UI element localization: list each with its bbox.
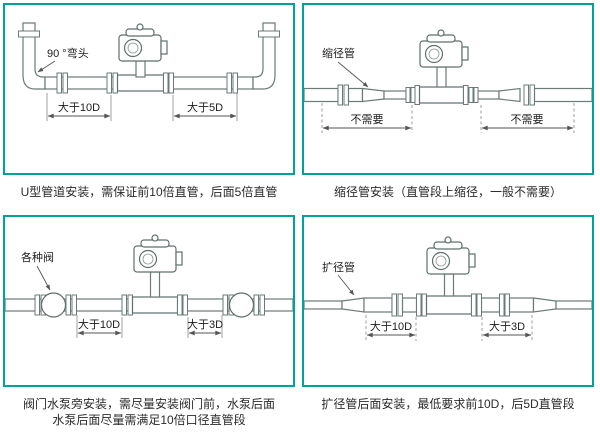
callout-label: 90 °弯头 — [47, 46, 89, 60]
diagram-frame-expander: 扩径管 大于10D 大于3D — [302, 215, 594, 387]
flowmeter-symbol — [106, 23, 174, 94]
reducer-taper — [361, 87, 385, 103]
transmitter-display — [123, 38, 143, 58]
pipe-segment — [347, 87, 364, 103]
terminal-box — [461, 46, 469, 61]
dimension-left: 不需要 — [321, 103, 413, 133]
valve-body — [40, 292, 67, 318]
pipe-segment — [477, 90, 500, 100]
transmitter-knob — [444, 236, 452, 244]
terminal-box — [175, 251, 183, 266]
transmitter-stem — [149, 271, 161, 298]
dimension-label: 大于10D — [78, 317, 120, 331]
dimension-label: 大于5D — [187, 100, 223, 114]
callout-label: 扩径管 — [322, 260, 355, 274]
pipe-segment — [401, 297, 418, 313]
transmitter-display — [424, 44, 444, 64]
diagram-frame-valve: 各种阀 大于10D 大于3D — [3, 215, 295, 387]
dimension-right: 大于3D — [481, 315, 533, 341]
callout-expander: 扩径管 — [322, 260, 355, 296]
dimension-left: 大于10D — [46, 93, 112, 121]
flowmeter-symbol — [414, 29, 479, 105]
pipe-segment — [533, 87, 592, 103]
dimension-right: 大于3D — [187, 315, 223, 338]
transmitter-knob — [437, 29, 445, 37]
expander-taper — [341, 297, 365, 313]
piping — [304, 84, 592, 106]
piping — [304, 293, 592, 317]
reducer-taper — [532, 297, 557, 313]
reducer-diagram: 缩径管 不需要 不需要 — [304, 29, 592, 133]
expander-diagram: 扩径管 大于10D 大于3D — [304, 236, 592, 341]
transmitter-stem — [443, 273, 455, 297]
expander-taper — [498, 87, 521, 103]
dimension-label: 大于3D — [489, 319, 525, 333]
callout-label: 缩径管 — [322, 46, 355, 60]
caption-line: 阀门水泵旁安装，需尽量安装阀门前，水泵后面 — [22, 397, 275, 411]
pipe-segment — [480, 297, 501, 313]
flange — [18, 30, 40, 38]
panel-reducer: 缩径管 不需要 不需要 缩径管安装（直管段上缩径，一般不需要） — [302, 3, 594, 215]
callout-valve: 各种阀 — [21, 250, 54, 291]
terminal-box — [160, 40, 168, 55]
pipe-segment — [304, 300, 343, 310]
flange — [258, 30, 280, 38]
dimension-right: 不需要 — [480, 103, 575, 133]
panel-caption: 缩径管安装（直管段上缩径，一般不需要） — [302, 184, 594, 200]
panel-u-type: 90 °弯头 大于10D 大于5D U型管道安装， — [3, 3, 295, 215]
transmitter-display — [138, 249, 158, 269]
pipe-segment — [555, 300, 592, 310]
diagram-frame-u-type: 90 °弯头 大于10D 大于5D — [3, 3, 295, 175]
panel-expander: 扩径管 大于10D 大于3D 扩径管后面安装，最低要求前10D，后5 — [302, 215, 594, 429]
transmitter-stem — [436, 66, 447, 88]
transmitter-knob — [151, 234, 159, 242]
flowmeter-body — [418, 86, 465, 104]
callout-elbow: 90 °弯头 — [37, 46, 89, 73]
elbow-pipe-right — [252, 22, 280, 90]
flowmeter-body — [131, 296, 179, 314]
caption-line: 扩径管后面安装，最低要求前10D，后5D直管段 — [321, 397, 575, 411]
panel-caption: 扩径管后面安装，最低要求前10D，后5D直管段 — [302, 396, 594, 412]
callout-reducer: 缩径管 — [322, 46, 369, 88]
flange-pair — [56, 72, 68, 94]
caption-line: 缩径管安装（直管段上缩径，一般不需要） — [333, 185, 562, 199]
u-type-diagram: 90 °弯头 大于10D 大于5D — [18, 22, 280, 121]
valve-symbol-right — [222, 292, 265, 318]
dimension-label: 大于10D — [370, 319, 412, 333]
transmitter-stem — [135, 60, 146, 78]
pipe-segment — [363, 297, 393, 313]
pipe-segment — [508, 297, 535, 313]
panel-caption: 阀门水泵旁安装，需尽量安装阀门前，水泵后面 水泵后面尽量需满足10倍口径直管段 — [3, 396, 295, 428]
terminal-box — [468, 253, 476, 268]
valve-symbol-left — [34, 292, 77, 318]
diagram-frame-reducer: 缩径管 不需要 不需要 — [302, 3, 594, 175]
dimension-label: 不需要 — [511, 113, 544, 126]
dimension-right: 大于5D — [172, 93, 238, 121]
pipe-segment — [304, 87, 339, 103]
pipe-segment — [383, 90, 407, 100]
dimension-left: 大于10D — [76, 315, 123, 338]
flowmeter-symbol — [121, 234, 188, 316]
elbow-pipe-left — [18, 22, 46, 90]
flowmeter-symbol — [416, 236, 482, 317]
dimension-label: 大于3D — [187, 317, 223, 331]
valve-diagram: 各种阀 大于10D 大于3D — [5, 234, 293, 338]
panel-caption: U型管道安装，需保证前10倍直管，后面5倍直管 — [3, 184, 295, 200]
transmitter-display — [431, 251, 451, 271]
flange-pair — [226, 72, 238, 94]
callout-label: 各种阀 — [21, 250, 54, 264]
caption-line: 水泵后面尽量需满足10倍口径直管段 — [52, 413, 246, 427]
panel-valve: 各种阀 大于10D 大于3D 阀门水泵旁安装，需尽量安装阀门前，水泵 — [3, 215, 295, 429]
elbow-right — [252, 22, 276, 90]
dimension-label: 不需要 — [351, 113, 384, 126]
dimension-label: 大于10D — [58, 100, 100, 114]
valve-body — [228, 292, 255, 318]
dimension-left: 大于10D — [365, 315, 417, 341]
caption-line: U型管道安装，需保证前10倍直管，后面5倍直管 — [20, 185, 278, 199]
flowmeter-body — [425, 295, 473, 315]
transmitter-knob — [136, 23, 144, 31]
